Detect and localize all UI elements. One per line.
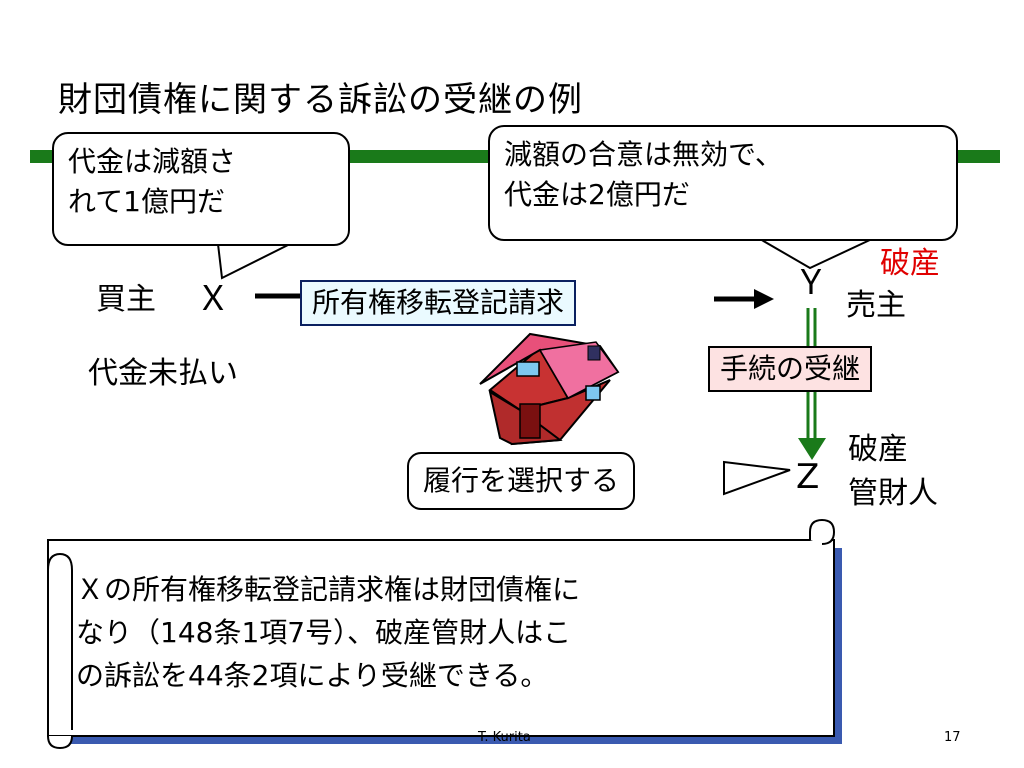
scroll-line: なり（148条1項7号）、破産管財人はこ [76,616,572,649]
bubble-left-tail [216,243,291,280]
trustee-label-2: 管財人 [848,476,938,511]
scroll-line: の訴訟を44条2項により受継できる。 [76,659,549,692]
bankrupt-label: 破産 [880,246,940,281]
footer-author: T. Kurita [478,730,531,745]
party-z: Z [796,457,820,497]
scroll-text: Ｘの所有権移転登記請求権は財団債権に なり（148条1項7号）、破産管財人はこ … [76,568,816,697]
bubble-line: 代金は2億円だ [504,178,690,211]
party-x: Ｘ [196,279,230,319]
unpaid-label: 代金未払い [88,356,238,391]
bubble-line: 減額の合意は無効で、 [504,138,783,171]
select-bubble-tail [723,460,791,496]
seller-speech-bubble: 減額の合意は無効で、 代金は2億円だ [488,125,958,241]
bubble-line: 代金は減額さ [68,145,237,178]
claim-arrowhead [754,289,774,309]
page-number: 17 [944,730,961,745]
scroll-shape [47,518,842,750]
select-performance-bubble: 履行を選択する [407,452,636,510]
succession-arrowhead [798,438,826,460]
seller-label: 売主 [846,288,906,323]
buyer-label: 買主 [96,282,156,317]
house-icon [479,332,620,446]
trustee-label-1: 破産 [848,432,908,467]
scroll-line: Ｘの所有権移転登記請求権は財団債権に [76,573,581,606]
slide-title: 財団債権に関する訴訟の受継の例 [58,80,583,120]
buyer-speech-bubble: 代金は減額さ れて1億円だ [52,132,350,246]
bubble-line: れて1億円だ [68,185,225,218]
claim-box: 所有権移転登記請求 [300,280,577,326]
party-y: Ｙ [794,263,828,303]
succession-box: 手続の受継 [708,346,873,392]
